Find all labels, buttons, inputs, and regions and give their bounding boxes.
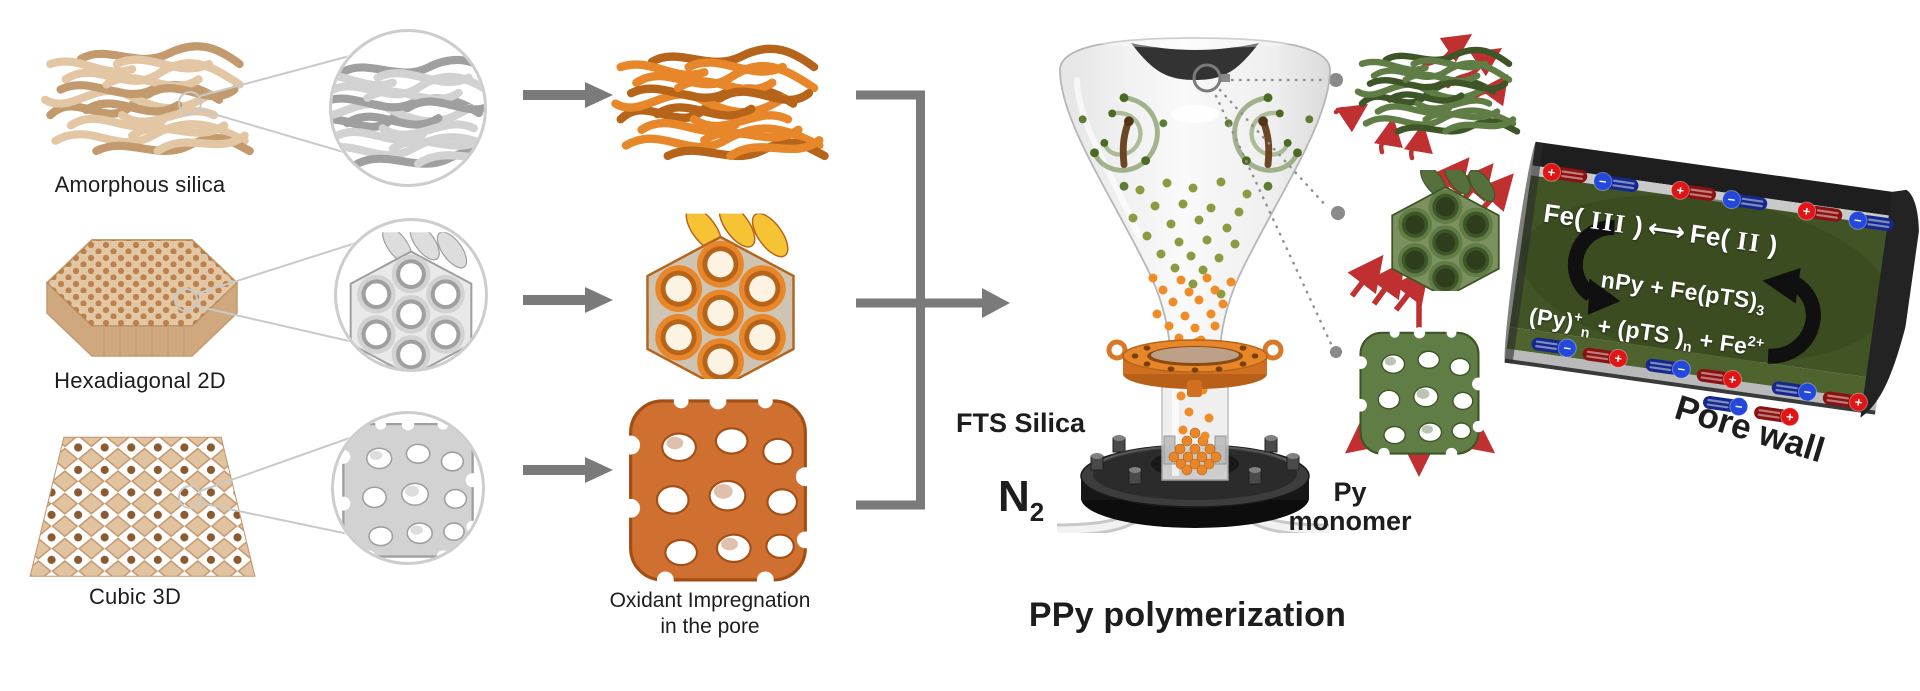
svg-text:+: + xyxy=(1613,350,1623,366)
arrow-right-icon xyxy=(523,82,613,483)
ppy-fiber-structure xyxy=(1350,28,1525,148)
honeycomb-block-icon xyxy=(42,228,242,383)
hexadiagonal-2d-structure xyxy=(42,228,242,383)
cation-capsule-icon: + xyxy=(1696,368,1742,389)
cation-capsule-icon: + xyxy=(1822,391,1869,412)
svg-text:−: − xyxy=(1562,340,1572,356)
cation-capsule-icon: + xyxy=(1582,347,1628,368)
fiber-mat-icon xyxy=(605,20,835,177)
pore-wall-panel: +−+−+−−+−+−+−+ Fe( III )⟷Fe( II ) nPy + … xyxy=(1486,103,1920,495)
oxidant-gyroid-structure xyxy=(618,382,818,593)
magnifier-cubic xyxy=(331,411,485,565)
svg-text:−: − xyxy=(1727,192,1737,208)
label-ppy-polymerization: PPy polymerization xyxy=(1028,596,1347,634)
anion-capsule-icon: − xyxy=(1721,190,1768,211)
magnifier-amorphous xyxy=(329,29,487,187)
reactor-assembly xyxy=(1035,28,1355,533)
anion-capsule-icon: − xyxy=(1703,395,1749,417)
circulation-arrow-icon xyxy=(1567,220,1821,364)
hex-tube-bundle-icon xyxy=(1378,160,1513,291)
ppy-hextube-structure xyxy=(1378,160,1513,291)
svg-text:−: − xyxy=(1734,399,1744,415)
sample-callout-circle-icon xyxy=(1192,63,1230,93)
anion-capsule-icon: − xyxy=(1593,171,1639,193)
cation-capsule-icon: + xyxy=(1754,406,1800,427)
gyroid-cube-icon xyxy=(618,382,818,593)
label-fts-silica: FTS Silica xyxy=(955,408,1086,438)
anion-capsule-icon: − xyxy=(1771,381,1817,402)
svg-text:+: + xyxy=(1728,371,1738,387)
svg-text:−: − xyxy=(1853,212,1863,228)
anion-capsule-icon: − xyxy=(1531,337,1577,358)
svg-text:−: − xyxy=(1598,174,1608,190)
svg-text:+: + xyxy=(1675,182,1685,198)
fiber-mat-icon xyxy=(35,18,260,171)
cation-capsule-icon: + xyxy=(1542,162,1588,183)
hex-tube-bundle-icon xyxy=(337,221,485,369)
fiber-mat-icon xyxy=(332,32,484,184)
label-cubic-3d: Cubic 3D xyxy=(88,584,182,609)
silica-pile-icon xyxy=(1168,427,1222,476)
svg-text:−: − xyxy=(1803,384,1813,400)
bracket-icon xyxy=(856,90,982,510)
anion-capsule-icon: − xyxy=(1848,210,1894,231)
label-py-monomer: Py monomer xyxy=(1288,477,1412,536)
label-hexadiagonal-2d: Hexadiagonal 2D xyxy=(54,368,226,393)
cubic-3d-structure xyxy=(25,425,260,588)
flange-ring-icon xyxy=(1106,339,1284,397)
svg-text:+: + xyxy=(1785,409,1795,425)
ppy-gyroid-structure xyxy=(1352,320,1487,462)
bolt-icon xyxy=(1090,435,1300,485)
pore-wall-icon: +−+−+−−+−+−+−+ xyxy=(1504,141,1920,427)
amorphous-silica-structure xyxy=(35,18,260,173)
oxidant-fiber-structure xyxy=(605,20,835,177)
anion-capsule-icon: − xyxy=(1645,358,1691,379)
cation-capsule-icon: + xyxy=(1797,201,1843,222)
equilibrium-arrow-icon: ⟷ xyxy=(1645,213,1688,249)
gyroid-cube-icon xyxy=(334,414,482,562)
oxidant-hextube-structure xyxy=(628,200,813,379)
magnifier-hexadiagonal xyxy=(334,218,488,372)
fiber-mat-icon xyxy=(1350,28,1525,147)
hex-tube-bundle-icon xyxy=(628,200,813,379)
label-n2-gas: N2 xyxy=(998,472,1045,527)
cation-capsule-icon: + xyxy=(1670,180,1716,201)
svg-text:+: + xyxy=(1547,164,1557,180)
reactor-funnel-icon xyxy=(1056,36,1331,533)
svg-text:+: + xyxy=(1802,203,1812,219)
cubic-lattice-icon xyxy=(25,425,260,588)
svg-text:−: − xyxy=(1677,361,1687,377)
gyroid-cube-icon xyxy=(1352,320,1487,462)
label-amorphous-silica: Amorphous silica xyxy=(54,172,226,197)
label-oxidant-impregnation: Oxidant Impregnation in the pore xyxy=(609,589,811,638)
svg-text:+: + xyxy=(1854,394,1864,410)
